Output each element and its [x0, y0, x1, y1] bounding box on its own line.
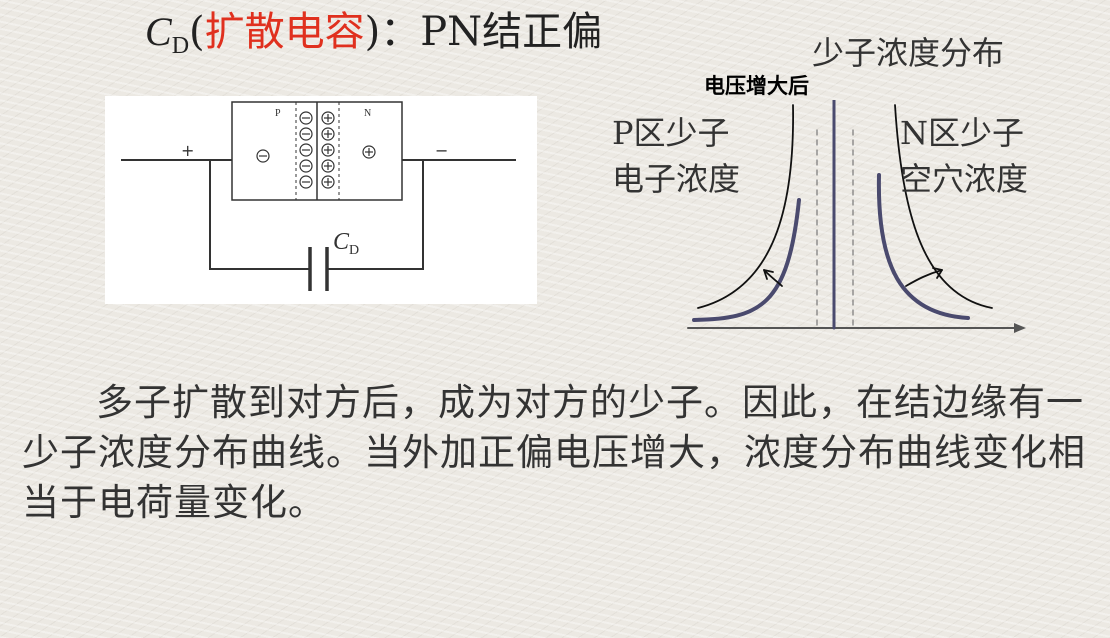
minus-terminal: − [435, 141, 448, 160]
depletion-ions [256, 111, 376, 189]
p-region-caption-1: P区少子 [612, 114, 730, 152]
n-region-label: N [364, 108, 371, 119]
title-symbol: C [145, 9, 172, 54]
capacitor-label: CD [333, 229, 359, 258]
title-symbol-subscript: D [171, 33, 190, 59]
concentration-graph [687, 100, 1026, 333]
n-shift-arrow [905, 269, 943, 287]
after-voltage-label: 电压增大后 [704, 74, 809, 98]
page-title: CD(扩散电容)：PN结正偏 [145, 8, 602, 70]
capacitor-symbol: C [333, 229, 350, 255]
p-region-caption-2: 电子浓度 [612, 160, 741, 198]
graph-heading: 少子浓度分布 [812, 34, 1005, 72]
n-region-curve-increased [894, 104, 993, 309]
p-region-label: P [275, 108, 281, 119]
p-region-curve-increased [697, 104, 794, 309]
p-shift-arrowhead [763, 269, 774, 280]
p-shift-arrow [763, 269, 783, 287]
circuit-wire-left [121, 159, 310, 270]
circuit-figure: P N + − CD [105, 96, 537, 304]
p-region-curve-original [692, 198, 801, 322]
n-region-curve-original [876, 173, 970, 320]
circuit-diagram: P N + − CD [121, 101, 516, 291]
explanation-text: 多子扩散到对方后，成为对方的少子。因此，在结边缘有一少子浓度分布曲线。当外加正偏… [22, 381, 1086, 524]
x-axis-arrow [1014, 323, 1026, 333]
capacitor-subscript: D [349, 243, 359, 258]
n-region-caption-2: 空穴浓度 [900, 160, 1029, 198]
title-close-paren: ) [364, 9, 381, 55]
circuit-wire-right [327, 159, 516, 270]
title-open-paren: ( [189, 9, 205, 55]
n-shift-arrowhead [932, 267, 943, 279]
explanation-paragraph: 多子扩散到对方后，成为对方的少子。因此，在结边缘有一少子浓度分布曲线。当外加正偏… [22, 378, 1102, 528]
plus-terminal: + [181, 141, 194, 160]
n-region-caption-1: N区少子 [900, 114, 1025, 152]
title-suffix: ：PN结正偏 [380, 9, 603, 55]
title-term: 扩散电容 [204, 9, 365, 55]
